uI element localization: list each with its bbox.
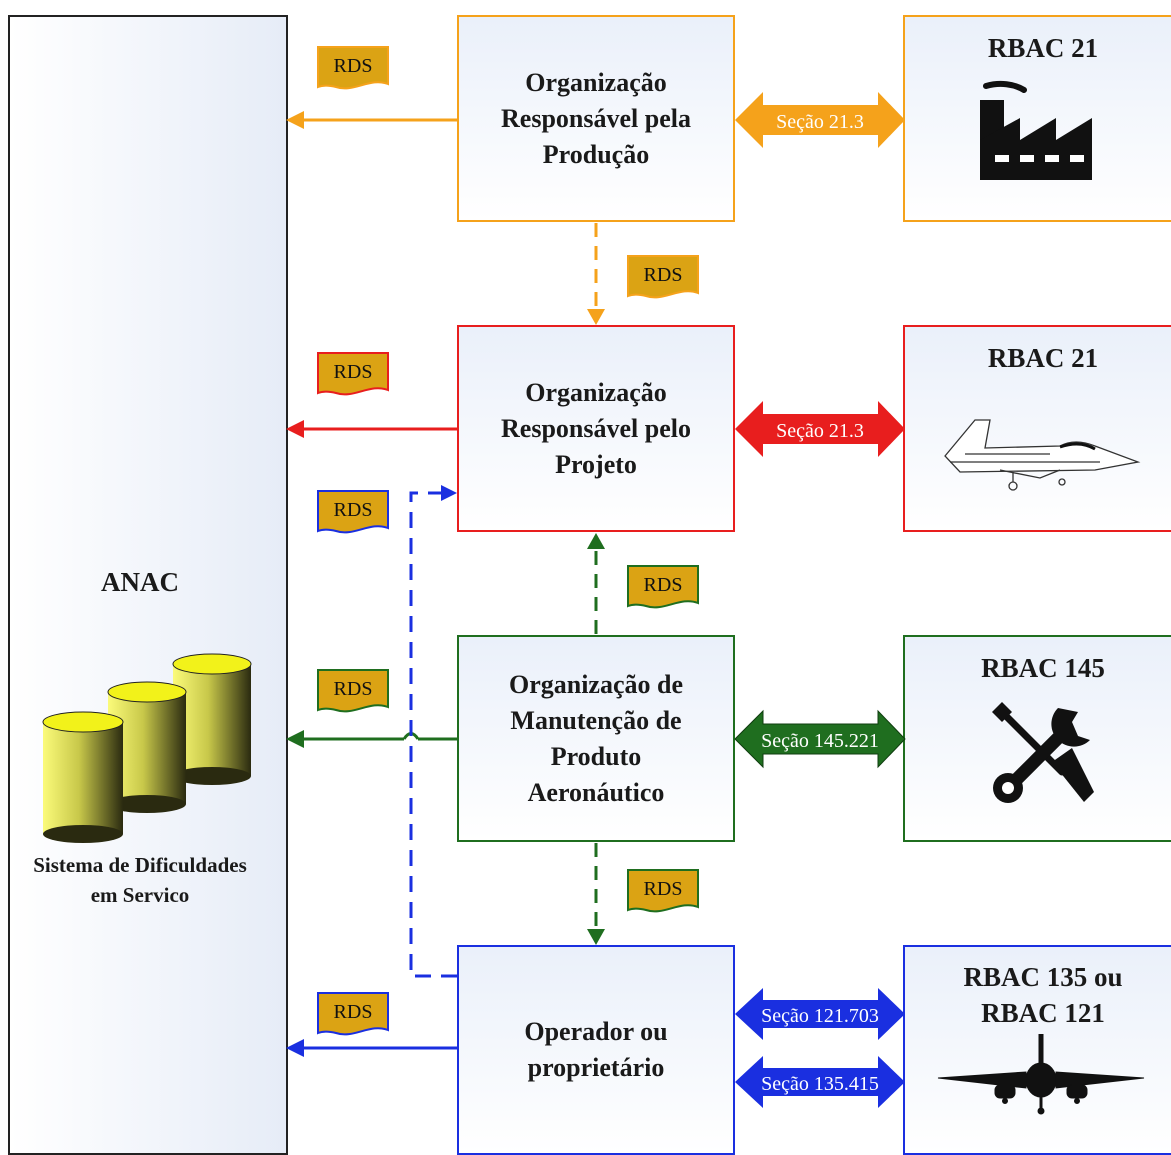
rds-projeto-label: RDS: [334, 361, 373, 383]
rds-producao-label: RDS: [334, 55, 373, 77]
dashed-arrow-manutencao-to-projeto: [587, 533, 605, 634]
rds-manutencao-projeto: RDS: [627, 565, 699, 609]
fighter-jet-icon: [944, 419, 1141, 491]
section-label-21-3-projeto: Seção 21.3: [776, 420, 864, 442]
rds-manutencao-projeto-label: RDS: [644, 574, 683, 596]
rds-operador-projeto-label: RDS: [334, 499, 373, 521]
section-label-135-415: Seção 135.415: [761, 1073, 879, 1095]
anac-title: ANAC: [101, 567, 179, 597]
rds-operador: RDS: [317, 992, 389, 1036]
dashed-arrow-operador-to-projeto: [409, 485, 457, 978]
section-arrow-145-221: Seção 145.221: [734, 709, 906, 769]
rbac135-121-box: RBAC 135 ou RBAC 121: [903, 945, 1171, 1155]
rbac21-projeto-title: RBAC 21: [987, 343, 1099, 373]
org-projeto-box: Organização Responsável pelo Projeto: [457, 325, 735, 532]
section-arrow-21-3-projeto: Seção 21.3: [735, 401, 905, 457]
section-arrow-21-3-producao: Seção 21.3: [735, 92, 905, 148]
database-icon: [42, 653, 252, 843]
rds-producao-projeto: RDS: [627, 255, 699, 299]
rds-manutencao-operador-label: RDS: [644, 878, 683, 900]
airliner-icon: [937, 1034, 1145, 1115]
org-manutencao-box: Organização de Manutenção de Produto Aer…: [457, 635, 735, 842]
database-cylinder-front: [42, 711, 124, 843]
rbac145-title: RBAC 145: [981, 653, 1105, 683]
dashed-arrow-manutencao-to-operador: [587, 843, 605, 945]
rbac145-box: RBAC 145: [903, 635, 1171, 842]
section-label-121-703: Seção 121.703: [761, 1005, 879, 1027]
rds-producao-projeto-label: RDS: [644, 264, 683, 286]
arrow-operador-to-anac: [286, 1039, 457, 1057]
rbac135-121-title: RBAC 135 ou RBAC 121: [963, 962, 1123, 1028]
tools-icon: [992, 702, 1094, 803]
factory-icon: [980, 80, 1092, 180]
rds-operador-label: RDS: [334, 1001, 373, 1023]
rbac21-producao-box: RBAC 21: [903, 15, 1171, 222]
rds-manutencao: RDS: [317, 669, 389, 713]
section-label-145-221: Seção 145.221: [761, 730, 879, 752]
anac-panel: [8, 15, 288, 1155]
org-producao-box: Organização Responsável pela Produção: [457, 15, 735, 222]
section-arrow-135-415: Seção 135.415: [735, 1056, 905, 1108]
arrow-manutencao-to-anac: [286, 730, 457, 748]
rbac21-producao-title: RBAC 21: [987, 33, 1099, 63]
anac-subtitle: Sistema de Dificuldades em Servico: [33, 853, 247, 907]
dashed-arrow-producao-to-projeto: [587, 223, 605, 325]
section-arrow-121-703: Seção 121.703: [735, 988, 905, 1040]
arrow-projeto-to-anac: [286, 420, 457, 438]
rds-operador-projeto: RDS: [317, 490, 389, 534]
rds-producao: RDS: [317, 46, 389, 90]
arrow-producao-to-anac: [286, 111, 457, 129]
rds-manutencao-operador: RDS: [627, 869, 699, 913]
org-operador-box: Operador ou proprietário: [457, 945, 735, 1155]
rds-manutencao-label: RDS: [334, 678, 373, 700]
rds-projeto: RDS: [317, 352, 389, 396]
section-label-21-3-producao: Seção 21.3: [776, 111, 864, 133]
